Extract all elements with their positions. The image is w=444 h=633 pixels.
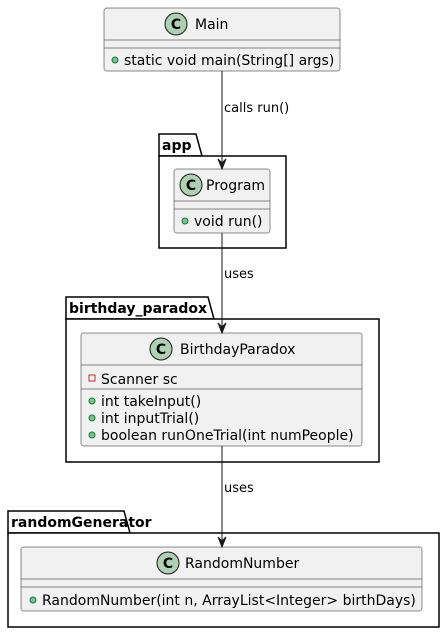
arrowhead-icon xyxy=(217,322,227,335)
arrowhead-icon xyxy=(217,536,227,549)
class-program-method-run: void run() xyxy=(194,214,263,230)
edge-program-to-birthday-label: uses xyxy=(224,267,254,282)
arrowhead-icon xyxy=(217,158,227,171)
class-random-number-glyph: C xyxy=(163,556,173,572)
class-icon xyxy=(179,173,203,197)
class-birthday-paradox-field-sc: Scanner sc xyxy=(101,372,178,388)
edge-birthday-to-random: uses xyxy=(217,446,254,549)
class-birthday-paradox-method-run-one-trial: boolean runOneTrial(int numPeople) xyxy=(101,428,354,444)
package-random-generator-title: randomGenerator xyxy=(11,515,152,531)
class-icon xyxy=(164,12,188,36)
class-main-method-main: static void main(String[] args) xyxy=(124,53,334,69)
class-birthday-paradox-method-take-input: int takeInput() xyxy=(101,394,201,410)
class-birthday-paradox-glyph: C xyxy=(156,342,166,358)
public-visibility-icon xyxy=(181,217,189,225)
class-program-glyph: C xyxy=(186,178,196,194)
private-visibility-icon xyxy=(88,374,96,382)
public-visibility-icon xyxy=(88,397,96,405)
edge-main-to-program: calls run() xyxy=(217,71,289,171)
edge-program-to-birthday: uses xyxy=(217,233,254,335)
public-visibility-icon xyxy=(88,431,96,439)
class-icon xyxy=(149,337,173,361)
class-main[interactable]: C Main static void main(String[] args) xyxy=(103,7,341,72)
class-random-number[interactable]: C RandomNumber RandomNumber(int n, Array… xyxy=(20,546,423,612)
public-visibility-icon xyxy=(111,56,119,64)
package-birthday-paradox-title: birthday_paradox xyxy=(69,301,207,317)
class-main-glyph: C xyxy=(171,17,181,33)
class-birthday-paradox[interactable]: C BirthdayParadox Scanner sc int takeInp… xyxy=(80,332,363,447)
package-app-title: app xyxy=(162,138,192,154)
class-program-name: Program xyxy=(206,178,265,194)
public-visibility-icon xyxy=(29,596,37,604)
class-main-name: Main xyxy=(195,17,228,33)
public-visibility-icon xyxy=(88,414,96,422)
edge-main-to-program-label: calls run() xyxy=(224,101,289,116)
class-birthday-paradox-method-input-trial: int inputTrial() xyxy=(101,411,199,427)
class-random-number-constructor: RandomNumber(int n, ArrayList<Integer> b… xyxy=(42,593,416,609)
class-random-number-name: RandomNumber xyxy=(185,556,299,572)
class-program[interactable]: C Program void run() xyxy=(173,168,271,234)
edge-birthday-to-random-label: uses xyxy=(224,481,254,496)
class-icon xyxy=(156,551,180,575)
class-birthday-paradox-name: BirthdayParadox xyxy=(180,342,295,358)
